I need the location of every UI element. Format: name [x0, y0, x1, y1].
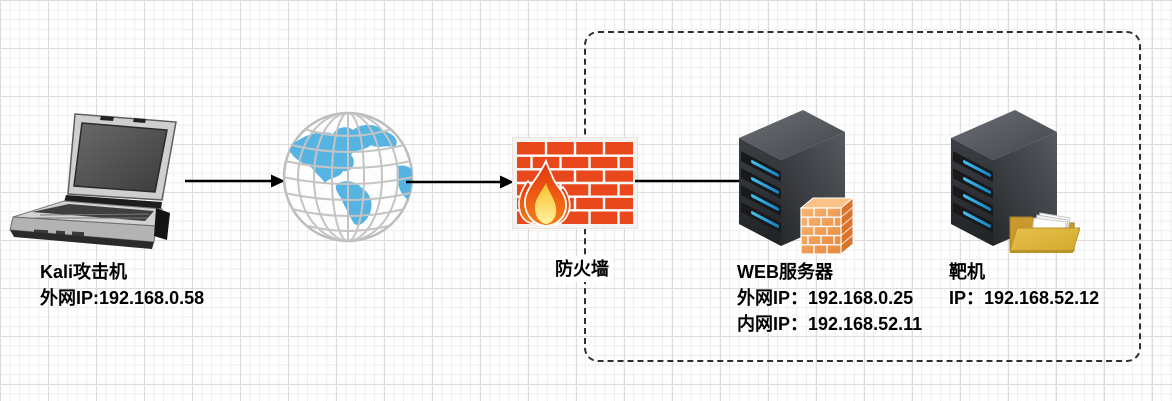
target-name: 靶机 — [949, 262, 985, 282]
target-label: 靶机 IP：192.168.52.12 — [949, 259, 1099, 311]
server-icon — [951, 110, 1057, 246]
server-icon — [739, 110, 845, 246]
attacker-ip: 外网IP:192.168.0.58 — [40, 288, 205, 308]
folder-icon — [1009, 212, 1080, 253]
target-node — [949, 108, 1080, 253]
attacker-node — [6, 100, 178, 258]
web-server-wan-ip: 外网IP：192.168.0.25 — [737, 288, 914, 308]
web-server-lan-ip: 内网IP：192.168.52.11 — [737, 314, 923, 334]
attacker-name: Kali攻击机 — [40, 262, 128, 282]
firewall-icon — [512, 137, 638, 229]
web-server-node — [737, 108, 857, 256]
firewall-label: 防火墙 — [552, 256, 612, 282]
firewall-node — [512, 137, 638, 229]
arrow-internet-to-firewall — [406, 175, 514, 189]
web-server-name: WEB服务器 — [737, 262, 833, 282]
globe-icon — [282, 111, 414, 243]
internet-node — [281, 110, 415, 244]
target-ip: IP：192.168.52.12 — [949, 288, 1100, 308]
laptop-icon — [9, 113, 177, 249]
arrow-firewall-to-webserver — [635, 174, 753, 188]
firewall-name: 防火墙 — [555, 259, 609, 279]
mini-firewall-icon — [799, 196, 855, 256]
arrow-attacker-to-internet — [185, 174, 285, 188]
flame-icon — [518, 158, 571, 227]
attacker-label: Kali攻击机 外网IP:192.168.0.58 — [40, 259, 204, 311]
web-server-label: WEB服务器 外网IP：192.168.0.25 内网IP：192.168.52… — [737, 259, 922, 337]
